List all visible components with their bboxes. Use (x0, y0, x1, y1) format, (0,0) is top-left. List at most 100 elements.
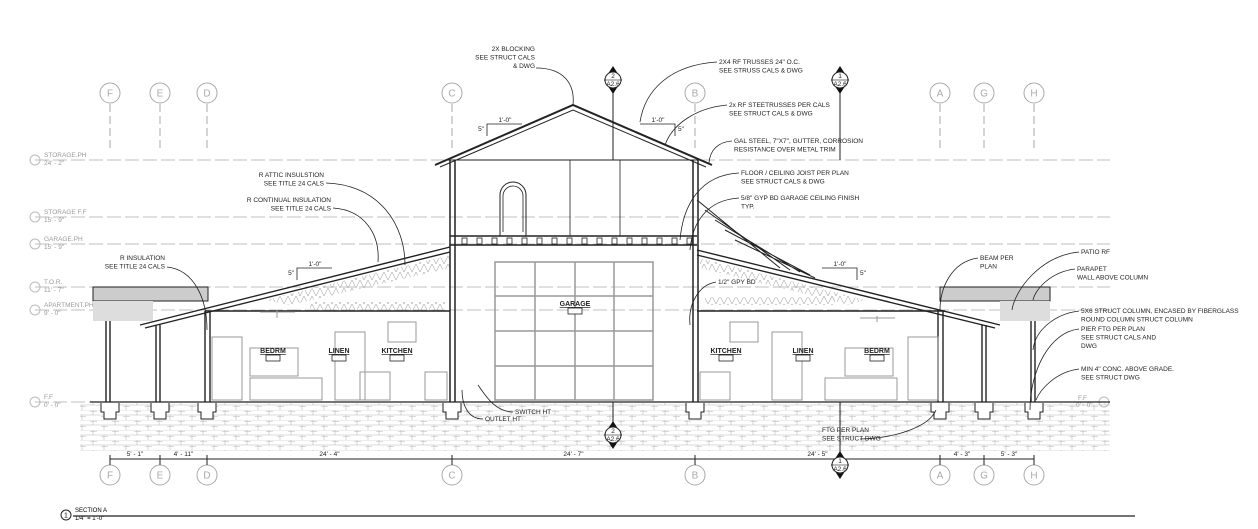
leader-line (679, 172, 740, 241)
level-name: STORAGE F.F (44, 209, 87, 216)
right-ceiling-insulation (705, 297, 835, 305)
grid-bubble (441, 82, 463, 104)
callout-text: SEE STRUCT CALS AND (1081, 335, 1156, 342)
side-roofs (139, 199, 1001, 329)
joist-block (551, 237, 558, 245)
joist-block (611, 237, 618, 245)
level-name: F.F (1078, 395, 1087, 402)
footing (974, 403, 994, 420)
footing (930, 403, 950, 420)
dimension-strings: 5' - 1"4' - 11"24' - 4"24' - 7"24' - 5"4… (127, 451, 1018, 458)
grid-bubble (196, 82, 218, 104)
room-name: KITCHEN (381, 348, 412, 355)
room-name: BEDRM (260, 348, 286, 355)
leader-line (1029, 328, 1080, 411)
grid-label: A (937, 471, 944, 482)
ground-hatch (80, 403, 1110, 451)
section-number: 1 (838, 458, 842, 465)
callout-text: SEE STRUCT CALS & DWG (741, 179, 825, 186)
callout-text: SEE TITLE 24 CALS (105, 264, 166, 271)
callout-note: GAL STEEL, 7"X7", GUTTER, CORROSIONRESIS… (708, 138, 863, 164)
callout-note: 2x RF STEETRUSSES PER CALS SEE STRUCT CAL… (664, 102, 830, 146)
left-patio-roof (92, 286, 209, 302)
callout-text: OUTLET HT (485, 416, 521, 423)
callout-note: SWITCH HT (477, 384, 551, 416)
callout-text: & DWG (513, 63, 535, 70)
callout-note: 2X4 RF TRUSSES 24" O.C.SEE STRUSS CALS &… (639, 59, 803, 123)
room-name: BEDRM (864, 348, 890, 355)
callout-text: FLOOR / CEILING JOIST PER PLAN (741, 170, 849, 177)
joist-block (596, 237, 603, 245)
slope-run: 1'-0" (309, 261, 323, 268)
joist-block (461, 237, 468, 245)
leader-line (689, 197, 740, 251)
garage-door (494, 261, 654, 401)
room-tag (567, 307, 583, 315)
slope-run: 1'-0" (834, 261, 848, 268)
dimension-value: 5' - 1" (127, 451, 144, 458)
joist-block (626, 237, 633, 245)
callout-text: PIER FTG PER PLAN (1081, 326, 1145, 333)
slope-run: 1'-0" (499, 117, 513, 124)
left-attic-insulation (265, 255, 450, 305)
grid-label: D (203, 89, 210, 100)
level-name: T.O.R. (44, 279, 63, 286)
callout-text: SEE STRUCT DWG (822, 436, 881, 443)
leader-line (939, 257, 979, 311)
grid-bubble (973, 82, 995, 104)
level-marker-icon (29, 281, 41, 293)
room-name: LINEN (329, 348, 350, 355)
grid-label: G (980, 471, 988, 482)
joist-block (581, 237, 588, 245)
level-name: GARAGE.PH (44, 236, 83, 243)
drawing-title: SECTION A (75, 508, 107, 514)
grid-label: F (107, 471, 113, 482)
slope-triangle (822, 267, 858, 280)
right-parapet (1000, 301, 1050, 321)
callout-text: 1/2" GPY BD (718, 279, 756, 286)
callout-text: TYP. (741, 204, 755, 211)
joist-block (506, 237, 513, 245)
callout-text: 2x RF STEETRUSSES PER CALS (729, 102, 830, 109)
left-ceiling-insulation (310, 302, 445, 310)
callout-note: 1/2" GPY BD (689, 279, 756, 326)
callout-note: PATIO RF (1011, 249, 1110, 311)
grid-bubble (684, 82, 706, 104)
callout-text: ROUND COLUMN STRUCT COLUMN (1081, 317, 1193, 324)
leader-line (689, 281, 717, 326)
callout-text: SWITCH HT (515, 409, 551, 416)
dimension-value: 4' - 11" (174, 451, 194, 458)
leader-line (325, 182, 406, 266)
joist-block (641, 237, 648, 245)
dimension-value: 5' - 3" (1001, 451, 1018, 458)
joist-block (671, 237, 678, 245)
callout-text: SEE STRUCT CALS & DWG (729, 111, 813, 118)
level-elevation: 15' - 9" (44, 217, 65, 224)
slope-rise: 5" (478, 126, 485, 133)
section-number: 2 (611, 428, 615, 435)
level-name: F.F (44, 394, 53, 401)
callout-text: R CONTINUAL INSULATION (247, 197, 331, 204)
room-tag (718, 354, 734, 362)
grid-label: H (1030, 89, 1037, 100)
walls-columns (90, 311, 1110, 403)
slope-rise: 5" (678, 126, 685, 133)
joist-block (491, 237, 498, 245)
footing (100, 403, 120, 420)
leader-line (1032, 310, 1080, 351)
grid-bubble (1023, 82, 1045, 104)
room-tag (795, 354, 811, 362)
leader-line (332, 207, 379, 263)
footings (100, 403, 1044, 420)
grid-label: E (157, 89, 164, 100)
drawing-scale: 1/4" = 1'-0" (75, 516, 104, 522)
level-elevation: 0' - 0" (1076, 402, 1093, 409)
